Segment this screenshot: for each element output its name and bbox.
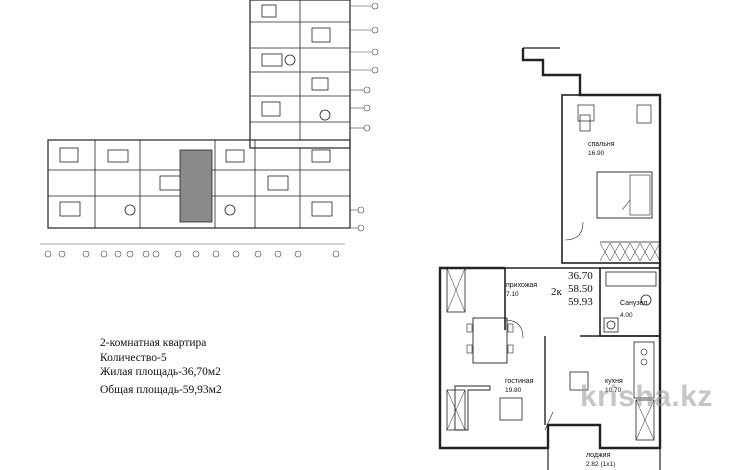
room-area-kitchen: 10.70 <box>605 387 622 394</box>
building-outline <box>47 0 351 229</box>
total-net-area: 58.50 <box>568 283 593 295</box>
axis-markers-bottom <box>40 243 345 258</box>
axis-markers-right <box>350 2 379 232</box>
apartment-type-code: 2к <box>551 286 562 298</box>
total-living-area: 36.70 <box>568 270 593 282</box>
room-name-loggia: лоджия <box>586 452 611 459</box>
room-name-living: гостиная <box>505 378 534 385</box>
watermark: krisha.kz <box>580 380 713 413</box>
room-area-bath: 4.00 <box>620 312 633 319</box>
room-area-loggia: 2.82 (1х1) <box>586 461 616 468</box>
room-name-kitchen: кухня <box>605 378 623 385</box>
living-area-label: Жилая площадь-36,70м2 <box>100 366 221 378</box>
room-name-bedroom: спальня <box>588 141 615 148</box>
room-area-hall: 7.10 <box>506 291 519 298</box>
highlighted-apartment <box>179 149 213 223</box>
room-name-bath: Санузел <box>620 300 648 307</box>
unit-count: Количество-5 <box>100 352 167 364</box>
room-name-hall: прихожая <box>506 282 538 289</box>
apartment-type: 2-комнатная квартира <box>100 337 207 349</box>
room-area-bedroom: 16.90 <box>588 150 605 157</box>
room-area-living: 19.80 <box>505 387 522 394</box>
apartment-walls <box>438 47 662 470</box>
total-area-label: Общая площадь-59,93м2 <box>100 384 222 396</box>
total-gross-area: 59.93 <box>568 296 593 308</box>
